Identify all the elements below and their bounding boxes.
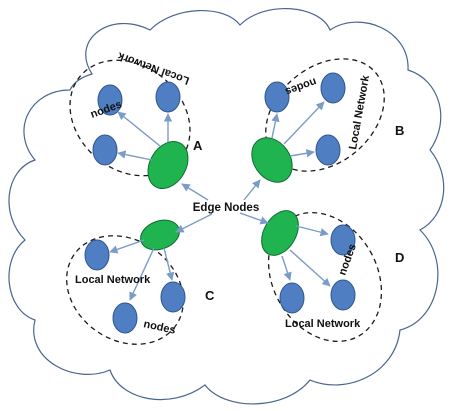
link-c-3: [129, 247, 155, 301]
region-d-network-label: Local Network: [285, 318, 361, 330]
region-c-letter: C: [205, 288, 215, 303]
link-b-2: [283, 101, 325, 145]
link-a-1: [117, 111, 161, 147]
region-d-node-1: [330, 224, 356, 256]
link-c-1: [109, 239, 145, 254]
link-d-2: [289, 249, 331, 287]
region-d-edge-node: [261, 210, 299, 256]
region-d-letter: D: [395, 250, 404, 265]
region-b-node-2: [320, 72, 346, 104]
center-link-a: [181, 183, 209, 201]
center-link-d: [239, 212, 269, 225]
region-a-letter: A: [193, 138, 203, 153]
link-b-1: [271, 113, 280, 139]
region-d-node-3: [279, 282, 305, 314]
region-b-node-3: [315, 134, 341, 166]
link-c-2: [163, 247, 175, 281]
region-c-node-2: [160, 281, 186, 313]
region-d-node-2: [330, 279, 356, 311]
center-link-b: [243, 179, 261, 201]
center-group: Edge Nodes: [175, 179, 269, 233]
region-a-edge-node: [147, 141, 189, 189]
center-link-c: [175, 213, 213, 233]
region-b-edge-node: [251, 137, 293, 183]
region-b-boundary: [265, 58, 385, 172]
region-a-node-2: [155, 81, 181, 113]
edge-nodes-label: Edge Nodes: [193, 202, 259, 214]
region-c-network-label: Local Network: [75, 274, 151, 286]
region-d: nodes Local Network D: [261, 210, 404, 343]
region-a-node-1: [97, 84, 123, 116]
region-c-node-1: [84, 239, 110, 271]
region-b-letter: B: [395, 123, 404, 138]
link-a-3: [117, 150, 153, 161]
region-b-node-1: [264, 81, 290, 113]
link-b-3: [289, 149, 315, 158]
link-d-3: [281, 255, 292, 281]
region-c-node-3: [112, 302, 138, 334]
link-d-1: [295, 225, 329, 237]
region-c: Local Network nodes C: [66, 219, 215, 345]
region-a-node-3: [92, 134, 118, 166]
